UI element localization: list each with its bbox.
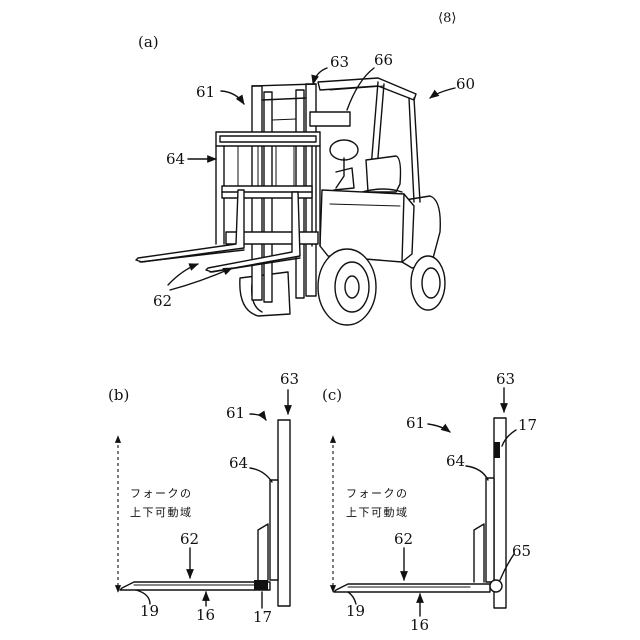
roller-65-c [490,580,502,592]
forklift-drawing [136,78,445,325]
ref-16-b: 16 [196,606,215,624]
backrest-b [270,480,278,580]
ref-66-a: 66 [374,51,393,69]
ref-63-b: 63 [280,370,299,388]
ref-17-b: 17 [253,608,272,626]
ref-62-b: 62 [180,530,199,548]
ref-63-c: 63 [496,370,515,388]
mast-post-b [278,420,290,606]
ref-62-a: 62 [153,292,172,310]
ref-64-b: 64 [229,454,248,472]
caption-c-line2: 上下可動域 [346,505,409,519]
panel-a: (a) [136,33,475,325]
caption-b-line1: フォークの [130,487,193,500]
ref-61-b: 61 [226,404,245,422]
caption-c-line1: フォークの [346,487,409,500]
sensor-17-c [494,442,500,458]
panel-a-label: (a) [138,33,159,51]
ref-62-c: 62 [394,530,413,548]
ref-63-a: 63 [330,53,349,71]
page-number: ⟨8⟩ [438,11,456,26]
panel-c-label: (c) [322,386,342,404]
ref-61-a: 61 [196,83,215,101]
ref-19-c: 19 [346,602,365,620]
ref-19-b: 19 [140,602,159,620]
backrest-c [486,478,494,582]
ref-60-a: 60 [456,75,475,93]
ref-16-c: 16 [410,616,429,634]
ref-65-c: 65 [512,542,531,560]
fork-blade-b [120,582,270,590]
panel-b: (b) フォークの 上下可動域 61 63 64 62 19 16 17 [108,370,299,626]
panel-c: (c) フォークの 上下可動域 61 63 17 64 62 65 [322,370,537,634]
panel-b-label: (b) [108,386,129,404]
sensor-17-b [254,580,268,590]
ref-64-c: 64 [446,452,465,470]
ref-17-c: 17 [518,416,537,434]
caption-b-line2: 上下可動域 [130,505,193,519]
ref-61-c: 61 [406,414,425,432]
ref-64-a: 64 [166,150,185,168]
fork-blade-c [334,584,490,592]
